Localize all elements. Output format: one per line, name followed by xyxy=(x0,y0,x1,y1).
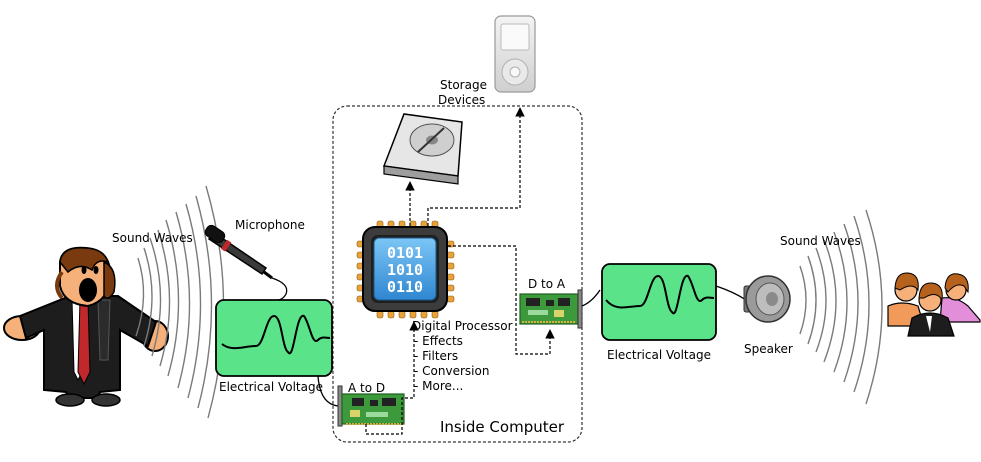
processor-chip-icon: 0101 1010 0110 xyxy=(356,220,455,319)
sound-waves-left xyxy=(135,185,225,419)
storage-label-line1: Storage xyxy=(440,78,487,92)
oscilloscope-right xyxy=(601,263,717,341)
mic-cable xyxy=(269,277,288,302)
sound-waves-right xyxy=(799,209,883,405)
ipod-icon xyxy=(494,15,536,93)
d-to-a-label: D to A xyxy=(528,277,566,291)
arrow-processor-to-ipod xyxy=(427,107,525,226)
hard-drive-icon xyxy=(382,113,463,185)
microphone-icon xyxy=(204,224,273,280)
chip-pin xyxy=(446,273,455,281)
processor-item-effects: - Effects xyxy=(414,334,463,348)
chip-pin xyxy=(387,310,395,319)
processor-item-conversion: - Conversion xyxy=(414,364,489,378)
speaker-icon xyxy=(743,275,791,323)
d-to-a-card xyxy=(519,289,583,329)
chip-binary-row-1: 0101 xyxy=(387,244,423,262)
sound-waves-left-label: Sound Waves xyxy=(112,231,193,245)
voltage-right-label: Electrical Voltage xyxy=(607,348,711,362)
chip-pin xyxy=(398,310,406,319)
audience-icon xyxy=(887,272,981,337)
cable-scope-to-adc xyxy=(317,375,339,407)
processor-title: Digital Processor xyxy=(412,319,513,333)
a-to-d-card xyxy=(337,385,405,427)
microphone-label: Microphone xyxy=(235,218,305,232)
processor-item-filters: - Filters xyxy=(414,349,458,363)
sound-waves-right-label: Sound Waves xyxy=(780,234,861,248)
chip-pin xyxy=(376,310,384,319)
storage-label-line2: Devices xyxy=(438,93,485,107)
arrow-adc-to-processor xyxy=(365,321,419,435)
chip-binary-row-3: 0110 xyxy=(387,278,423,296)
speaker-label: Speaker xyxy=(744,342,793,356)
chip-pin xyxy=(409,310,417,319)
arrow-processor-to-dac xyxy=(448,245,555,355)
singer-figure xyxy=(3,246,169,407)
processor-item-more: - More... xyxy=(414,379,463,393)
cable-dac-to-scope xyxy=(581,289,601,307)
a-to-d-label: A to D xyxy=(348,381,385,395)
chip-binary-row-2: 1010 xyxy=(387,261,423,279)
voltage-left-label: Electrical Voltage xyxy=(219,380,323,394)
inside-computer-label: Inside Computer xyxy=(440,418,565,436)
chip-pin xyxy=(420,310,428,319)
chip-pin xyxy=(446,284,455,292)
chip-pin xyxy=(431,310,439,319)
chip-pin xyxy=(446,295,455,303)
cable-scope-to-speaker xyxy=(715,285,747,301)
inside-computer-box xyxy=(332,105,583,443)
chip-pin xyxy=(446,262,455,270)
oscilloscope-left xyxy=(215,299,333,377)
chip-pin xyxy=(446,251,455,259)
